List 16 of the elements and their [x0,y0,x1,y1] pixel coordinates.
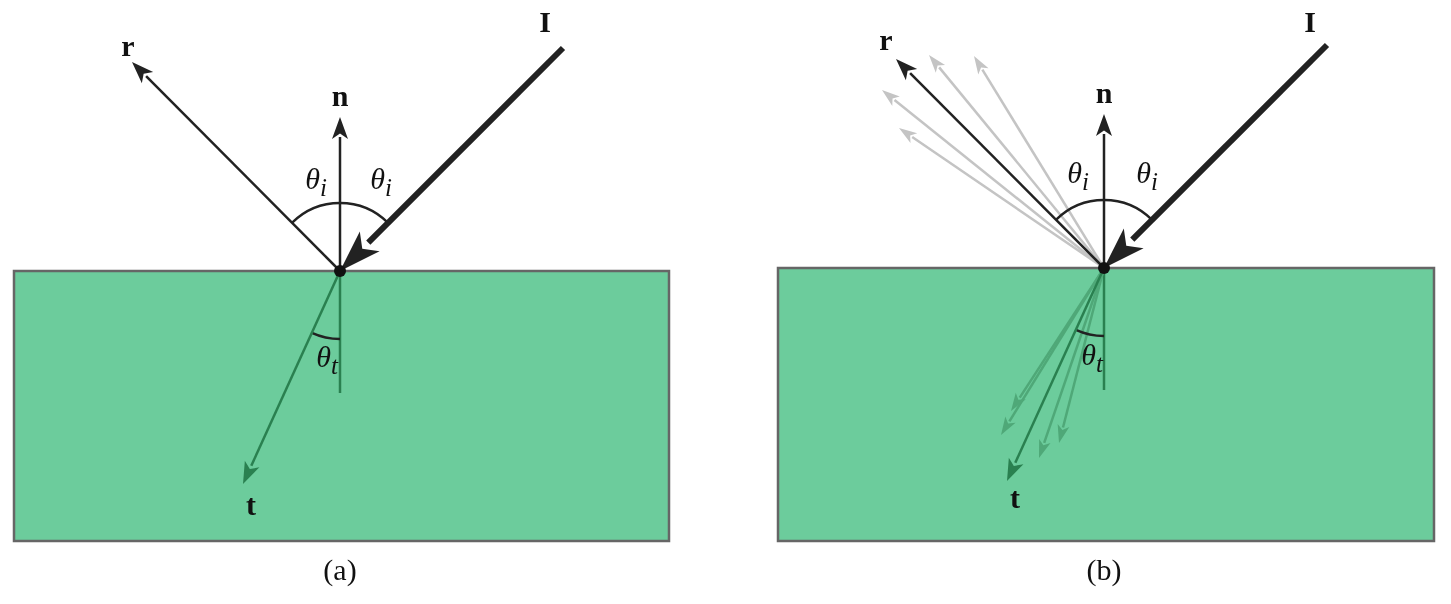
vector-label: r [121,31,135,61]
vector-label: t [1010,483,1020,513]
angle-label: θ$_{t}$ [1081,340,1103,376]
panel-caption: (b) [1086,555,1122,585]
angle-label: θ$_{t}$ [316,342,338,378]
vector-label: I [539,7,551,37]
panel-caption: (a) [323,555,357,585]
vector-label: I [1304,7,1316,37]
angle-label: θ$_{i}$ [1067,158,1089,194]
angle-label: θ$_{i}$ [1136,158,1158,194]
vector-label: r [879,25,893,55]
vector-label: n [1095,78,1113,108]
vector-label: n [331,81,349,111]
angle-label: θ$_{i}$ [370,164,392,200]
vector-label: t [246,490,256,520]
angle-label: θ$_{i}$ [305,164,327,200]
